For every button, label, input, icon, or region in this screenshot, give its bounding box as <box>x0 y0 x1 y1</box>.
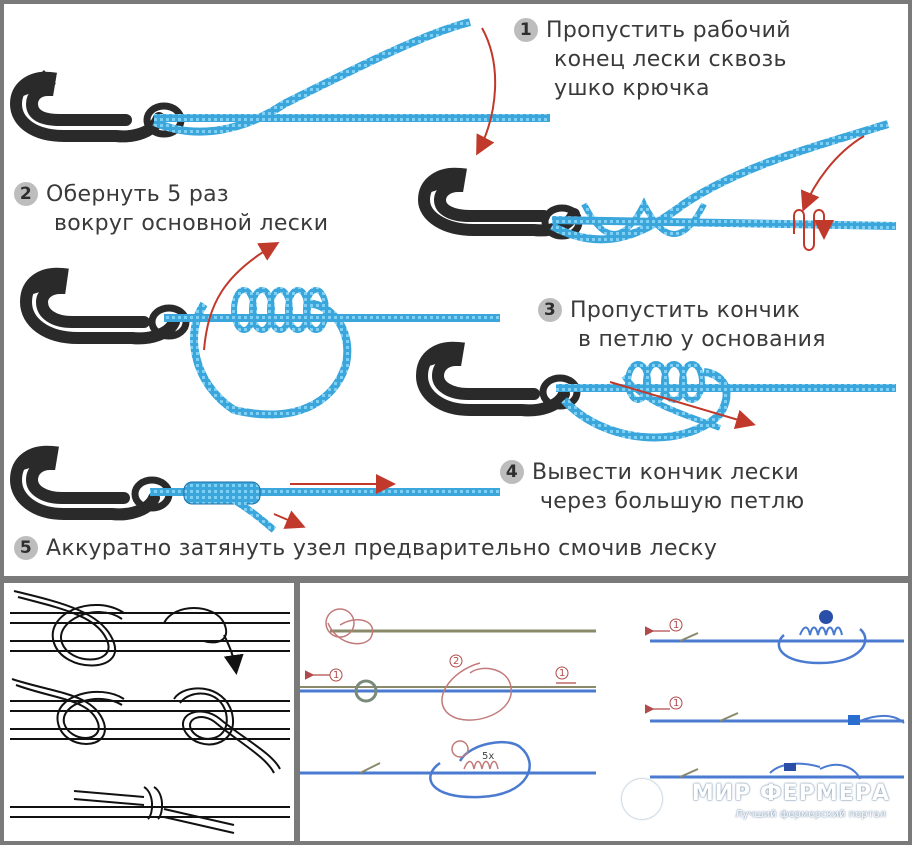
line-drawing-panel <box>4 583 294 841</box>
hook-barb <box>12 70 56 100</box>
marker2-label: 2 <box>453 656 459 667</box>
step1-line1: Пропустить рабочий <box>546 18 791 43</box>
marker-label: 1 <box>333 670 339 681</box>
colored-diagram-panel: 1 2 1 5x <box>300 583 908 841</box>
diagram-right-2: 1 <box>644 696 905 725</box>
arrow-step2 <box>203 242 280 351</box>
wraps <box>231 287 329 333</box>
step1-number: 1 <box>514 18 538 42</box>
step4-caption: 4 Вывести кончик лески через большую петл… <box>500 458 804 516</box>
step1-illustration <box>9 18 550 156</box>
turns-label: 5x <box>482 751 494 762</box>
arrow-step3 <box>609 381 756 430</box>
marker-label-c: 1 <box>673 620 679 631</box>
diagram-right-1: 1 <box>644 610 904 665</box>
hook-barb <box>20 270 66 298</box>
step2-line2: вокруг основной лески <box>54 211 329 236</box>
big-loop <box>190 299 352 419</box>
tag-end <box>232 497 277 533</box>
step3-illustration <box>415 341 896 442</box>
step3-number: 3 <box>538 298 562 322</box>
line-tag <box>152 18 472 136</box>
hook-barb <box>418 168 464 196</box>
hook-icon <box>9 445 160 521</box>
top-panel: 1 Пропустить рабочий конец лески сквозь у… <box>4 4 908 576</box>
step3-line1: Пропустить кончик <box>570 298 801 323</box>
diagram-left-2: 1 2 1 <box>300 654 596 721</box>
watermark-title: МИР ФЕРМЕРА <box>691 781 890 806</box>
diagram-left-1 <box>325 608 596 645</box>
arrow-step2a <box>800 135 865 212</box>
watermark-logo-icon <box>622 779 662 819</box>
step3-line2: в петлю у основания <box>578 327 826 352</box>
line-tag <box>550 120 890 244</box>
step1-caption: 1 Пропустить рабочий конец лески сквозь у… <box>514 16 791 103</box>
hook-barb <box>10 446 56 474</box>
line-drawing-knots <box>10 590 290 834</box>
colored-knot-diagrams: 1 2 1 5x <box>300 608 905 799</box>
watermark-subtitle: Лучший фермерский портал <box>735 809 886 820</box>
hook-icon <box>9 71 165 143</box>
step5-line1: Аккуратно затянуть узел предварительно с… <box>46 536 718 561</box>
step4-illustration <box>9 445 500 533</box>
step5-caption: 5 Аккуратно затянуть узел предварительно … <box>14 534 717 563</box>
step3-caption: 3 Пропустить кончик в петлю у основания <box>538 296 826 354</box>
marker-label-b: 1 <box>559 668 565 679</box>
diagram-left-3: 5x <box>300 740 596 799</box>
step2-line1: Обернуть 5 раз <box>46 182 229 207</box>
top-illustrations <box>9 18 897 533</box>
step2-wrap-illustration <box>417 120 897 251</box>
step4-number: 4 <box>500 460 524 484</box>
step4-line1: Вывести кончик лески <box>532 460 800 485</box>
step2-number: 2 <box>14 182 38 206</box>
arrow-pull-tag <box>273 510 306 529</box>
hook-icon <box>19 267 180 345</box>
arrow-step1 <box>476 27 497 156</box>
step5-number: 5 <box>14 536 38 560</box>
step1-line2: конец лески сквозь <box>554 47 787 72</box>
diagram-right-3 <box>650 762 904 780</box>
hook-icon <box>417 167 580 237</box>
wraps <box>581 197 707 237</box>
hook-icon <box>415 341 570 417</box>
step2-caption: 2 Обернуть 5 раз вокруг основной лески <box>14 180 328 238</box>
marker-label-d: 1 <box>673 698 679 709</box>
step4-line2: через большую петлю <box>540 489 805 514</box>
step1-line3: ушко крючка <box>554 76 710 101</box>
step2-loop-illustration <box>19 242 500 419</box>
line-main <box>551 216 897 230</box>
tight-knot <box>183 481 261 505</box>
arrow-turns <box>793 209 834 251</box>
hook-barb <box>416 342 462 370</box>
